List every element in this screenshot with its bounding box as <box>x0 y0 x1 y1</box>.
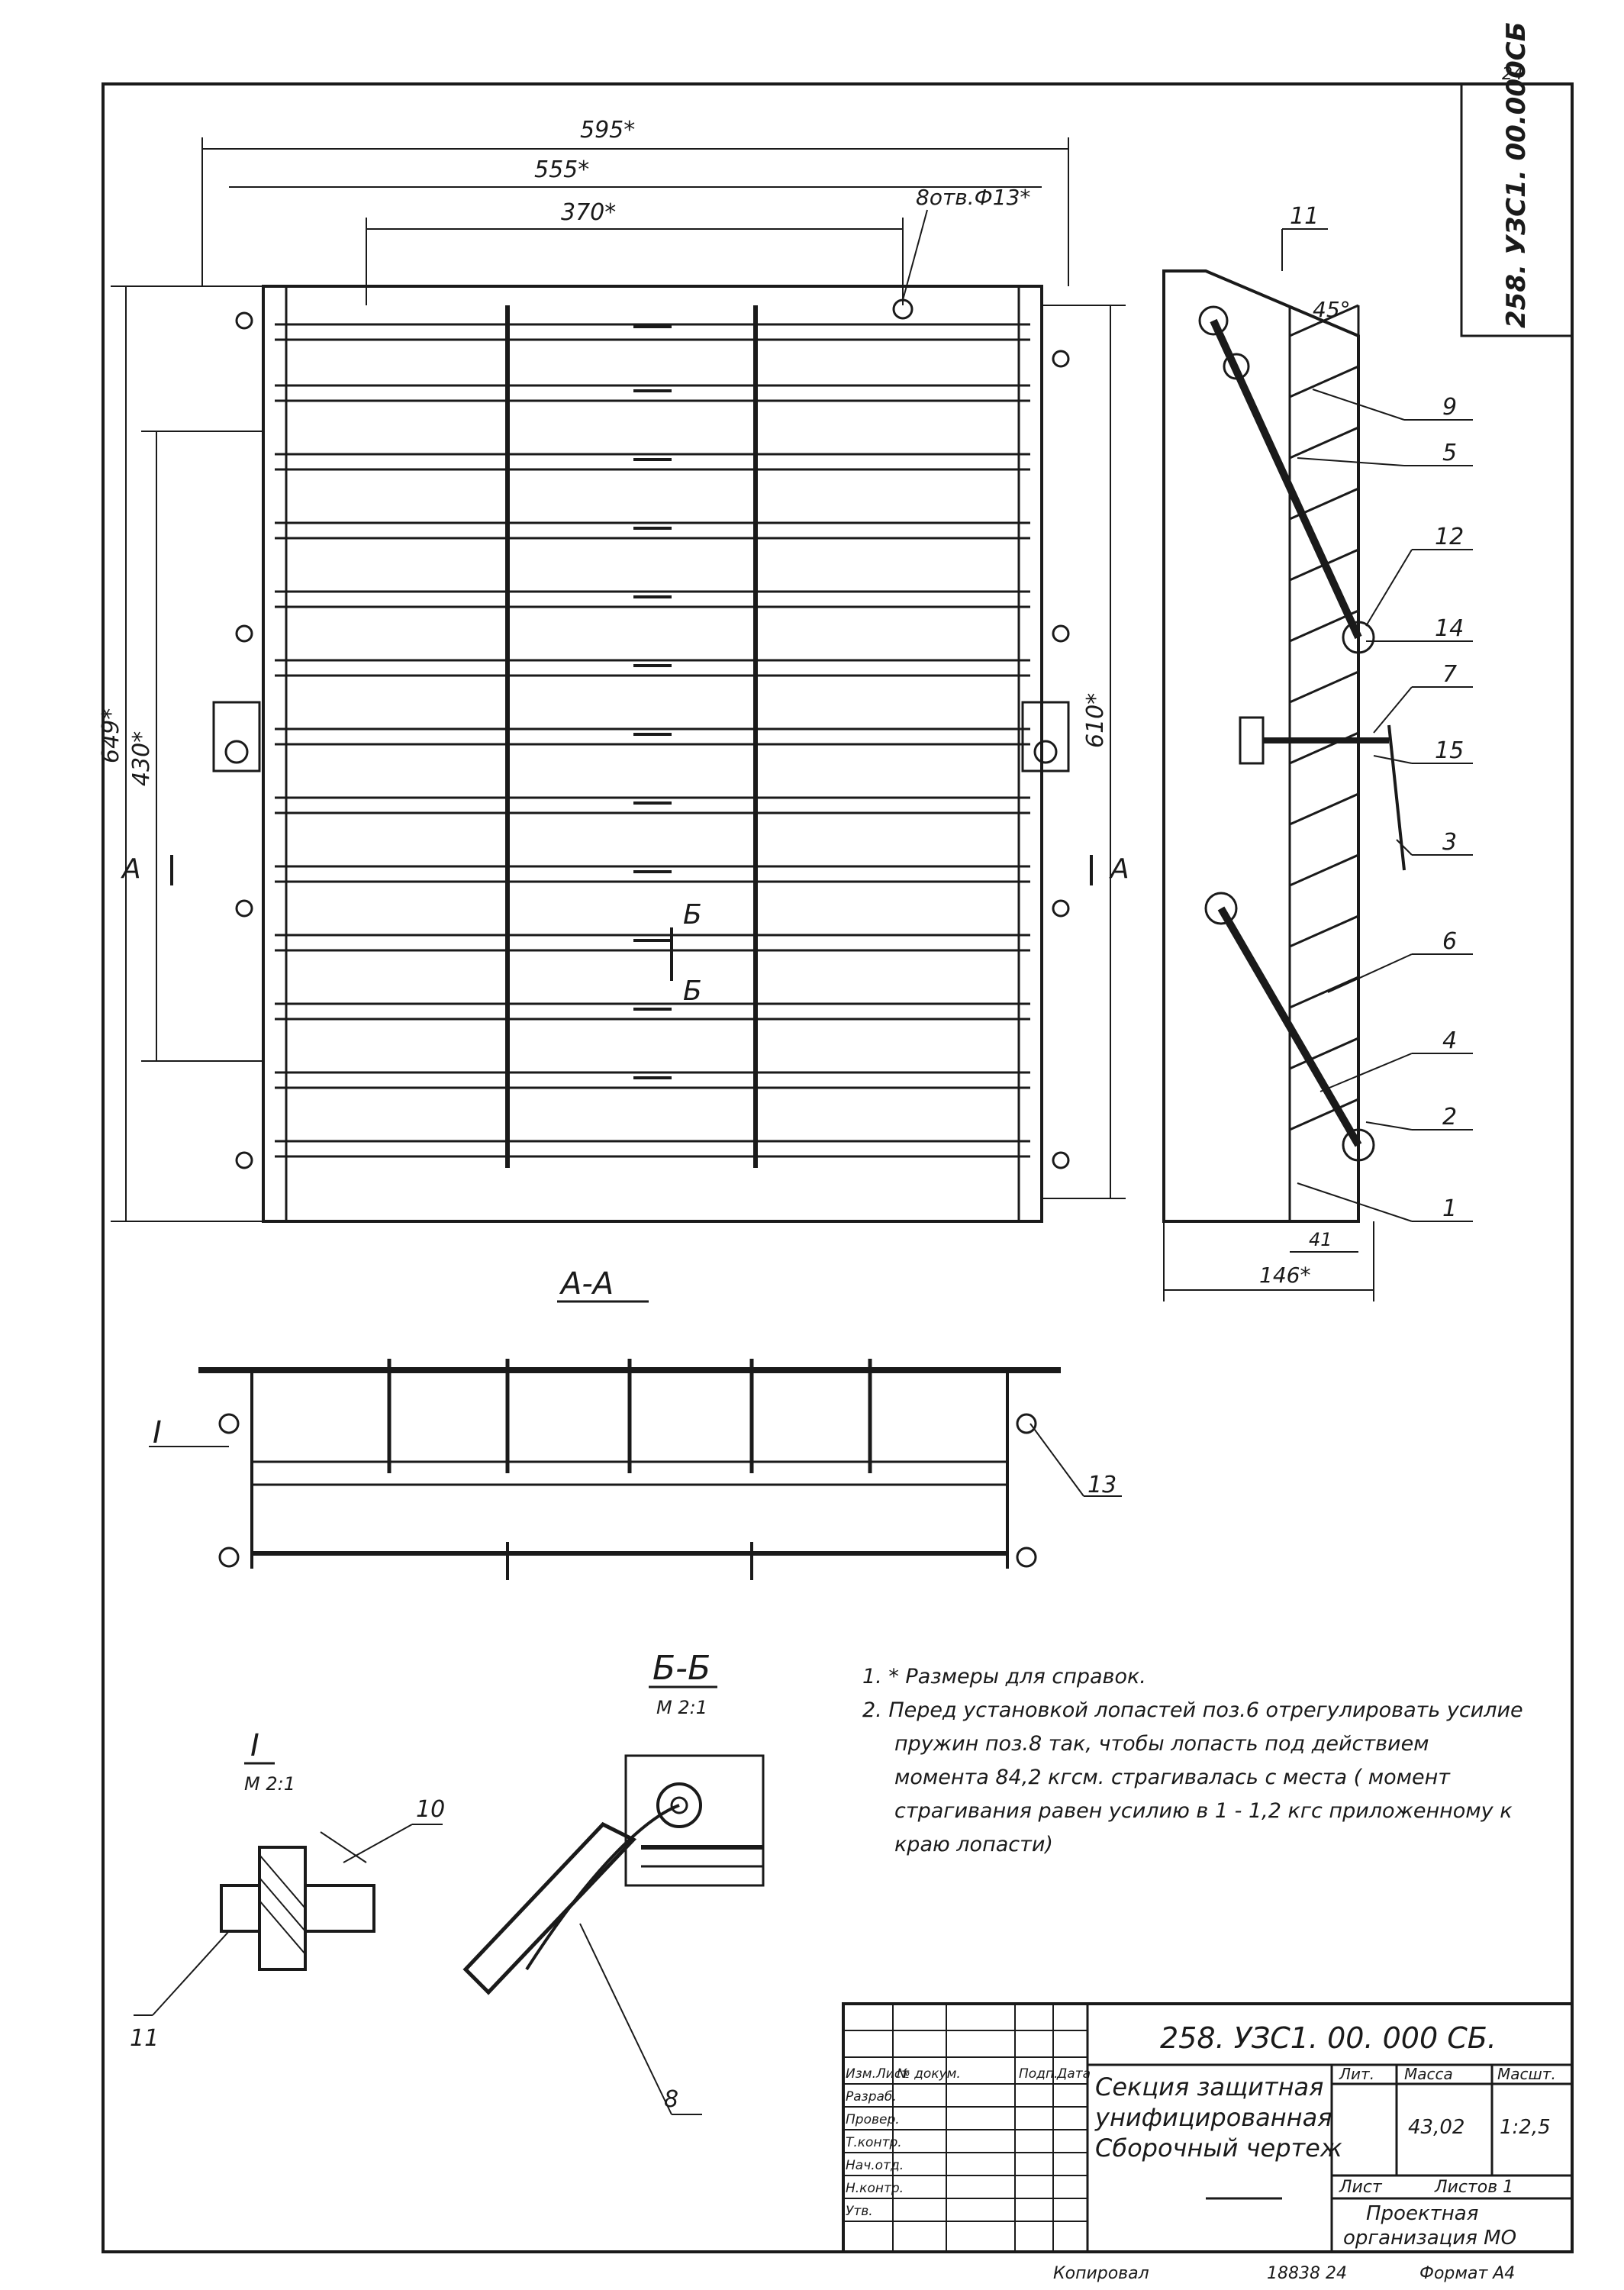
lock-bracket-left <box>212 701 261 772</box>
sheet-number: 24 <box>1502 65 1523 84</box>
section-b-top: Б <box>683 899 702 931</box>
col-scale: Масшт. <box>1497 2065 1556 2083</box>
notes-block: 1. * Размеры для справок. 2. Перед устан… <box>862 1660 1526 1862</box>
row-label-4: Нач.отд. <box>846 2158 904 2173</box>
col-mass: Масса <box>1404 2065 1453 2083</box>
holes-label: 8отв.Ф13* <box>916 185 1030 210</box>
header-col-0: № докум. <box>896 2066 961 2082</box>
side-blades <box>1289 304 1359 1131</box>
header-col-1: Подп. <box>1019 2066 1058 2082</box>
lock-bracket-right <box>1021 701 1070 772</box>
dim-649: 649* <box>98 708 124 763</box>
lever-upper <box>1210 318 1362 640</box>
callout-12: 12 <box>1435 524 1464 550</box>
note-1: 1. * Размеры для справок. <box>862 1665 1146 1688</box>
angle-45: 45° <box>1313 297 1351 322</box>
detail-i-title: I <box>250 1728 259 1763</box>
org-line-2: организация МО <box>1343 2227 1516 2250</box>
dim-146: 146* <box>1259 1263 1310 1288</box>
callout-9: 9 <box>1442 394 1457 421</box>
scale-value: 1:2,5 <box>1500 2116 1551 2139</box>
section-bb-scale: М 2:1 <box>656 1697 707 1718</box>
dim-430: 430* <box>128 731 155 786</box>
detail-i-scale: М 2:1 <box>244 1773 295 1795</box>
dim-610: 610* <box>1082 693 1109 748</box>
title-name-1: Секция защитная <box>1095 2072 1323 2101</box>
callout-8: 8 <box>664 2086 678 2113</box>
front-dimensions <box>111 137 1126 1222</box>
front-view <box>212 209 1070 1223</box>
sheet-border <box>102 82 1574 2253</box>
section-bb-title: Б-Б <box>652 1649 710 1688</box>
detail-mark-i: I <box>153 1415 162 1450</box>
title-name-2: унифицированная <box>1094 2103 1332 2132</box>
inventory-label: 18838 24 <box>1267 2264 1347 2283</box>
col-lit: Лит. <box>1339 2065 1374 2083</box>
title-name-3: Сборочный чертеж <box>1095 2134 1342 2163</box>
row-label-5: Н.контр. <box>846 2181 904 2196</box>
row-label-1: Разраб. <box>846 2089 897 2105</box>
springs <box>633 325 672 1079</box>
dim-370: 370* <box>561 199 616 226</box>
row-label-0: Изм.Лист <box>846 2066 910 2082</box>
callout-10: 10 <box>416 1796 445 1823</box>
vertical-code: 258. УЗС1. 00.000СБ <box>1501 21 1532 328</box>
format-label: Формат А4 <box>1419 2264 1515 2283</box>
sheets-label: Листов 1 <box>1434 2178 1513 2197</box>
callout-6: 6 <box>1442 928 1457 955</box>
callout-11-detail: 11 <box>130 2025 159 2052</box>
lever-lower <box>1217 906 1362 1147</box>
dim-41: 41 <box>1309 1229 1332 1250</box>
section-b-bottom: Б <box>683 976 702 1007</box>
row-label-6: Утв. <box>846 2204 873 2219</box>
callout-2: 2 <box>1442 1104 1457 1130</box>
section-aa-title: А-А <box>559 1266 614 1301</box>
sheet-label: Лист <box>1339 2178 1383 2197</box>
callout-14: 14 <box>1435 615 1464 642</box>
section-aa <box>149 1359 1122 1580</box>
callout-7: 7 <box>1442 661 1457 688</box>
bolts <box>235 311 1070 1169</box>
title-designation: 258. УЗС1. 00. 000 СБ. <box>1160 2021 1497 2055</box>
org-line-1: Проектная <box>1366 2202 1478 2225</box>
detail-i <box>134 1824 443 2016</box>
header-col-2: Дата <box>1056 2066 1091 2082</box>
row-label-3: Т.контр. <box>846 2135 902 2150</box>
side-callout-leaders <box>1281 228 1473 1222</box>
title-block <box>842 2002 1574 2253</box>
front-frame <box>262 285 1043 1223</box>
callout-13: 13 <box>1088 1472 1116 1498</box>
copied-label: Копировал <box>1053 2264 1149 2283</box>
dim-555: 555* <box>534 156 589 183</box>
callout-15: 15 <box>1435 737 1464 764</box>
callout-1: 1 <box>1442 1195 1457 1222</box>
callout-5: 5 <box>1442 440 1457 466</box>
section-a-right: А <box>1109 853 1129 885</box>
callout-11: 11 <box>1290 203 1319 230</box>
dim-595: 595* <box>580 117 635 144</box>
mass-value: 43,02 <box>1408 2116 1464 2139</box>
callout-4: 4 <box>1442 1027 1457 1054</box>
note-2: 2. Перед установкой лопастей поз.6 отрег… <box>862 1698 1523 1856</box>
callout-3: 3 <box>1442 829 1457 856</box>
side-view <box>1162 269 1406 1223</box>
louver-blades <box>275 323 1030 1158</box>
row-label-2: Провер. <box>846 2112 900 2127</box>
code-box <box>1460 82 1574 337</box>
section-bb <box>462 1754 765 2115</box>
section-a-left: А <box>121 853 141 885</box>
